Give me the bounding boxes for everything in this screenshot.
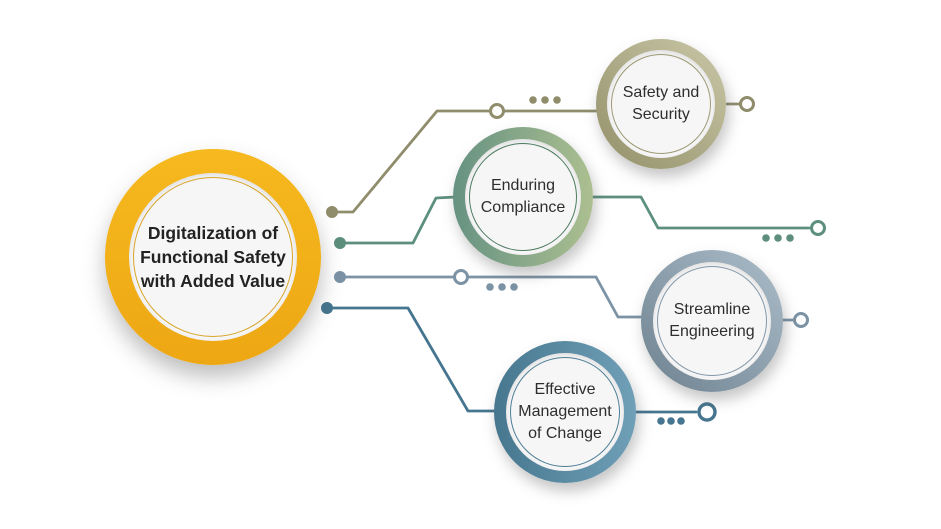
node-label-line: Streamline xyxy=(673,301,751,318)
node-thin-ring xyxy=(510,357,620,467)
node-label-line: Compliance xyxy=(480,199,566,216)
connector-dot xyxy=(486,283,494,291)
node-effective-management-of-change: Effective Management of Change xyxy=(494,341,636,483)
connector-end-ring xyxy=(697,402,717,422)
node-label: Effective Management of Change xyxy=(506,353,624,471)
connector-dot xyxy=(510,283,518,291)
connector-end-ring xyxy=(739,96,755,112)
connector-end-ring xyxy=(810,220,826,236)
node-thin-ring xyxy=(469,143,577,251)
connector-line xyxy=(338,195,458,245)
node-thin-ring xyxy=(657,266,767,376)
connector-enduring-compliance xyxy=(334,195,826,249)
connector-line xyxy=(325,306,501,413)
connector-dot xyxy=(498,283,506,291)
node-thin-ring xyxy=(611,54,711,154)
connector-hollow-ring xyxy=(453,269,469,285)
connector-streamline-engineering xyxy=(334,269,809,328)
hub-label-line: with Added Value xyxy=(140,271,286,291)
hub-label-line: Digitalization of xyxy=(147,223,279,243)
connector-dot xyxy=(553,96,561,104)
connector-dot xyxy=(657,417,665,425)
node-label-line: Enduring xyxy=(490,177,556,194)
node-label: Streamline Engineering xyxy=(653,262,771,380)
connector-dot xyxy=(529,96,537,104)
connector-dot xyxy=(786,234,794,242)
node-label-line: Safety and xyxy=(622,84,700,101)
node-label: Enduring Compliance xyxy=(465,139,581,255)
node-label-line: of Change xyxy=(528,425,602,442)
node-label-line: Engineering xyxy=(669,323,755,340)
hub-label: Digitalization of Functional Safety with… xyxy=(129,173,297,341)
connector-line xyxy=(338,275,650,319)
connector-dot xyxy=(774,234,782,242)
connector-line xyxy=(588,195,811,230)
hub-circle: Digitalization of Functional Safety with… xyxy=(105,149,321,365)
hub-thin-ring xyxy=(133,177,293,337)
connector-end-ring xyxy=(793,312,809,328)
node-safety-and-security: Safety and Security xyxy=(596,39,726,169)
connector-dot xyxy=(762,234,770,242)
node-label-line: Management xyxy=(518,403,612,420)
node-label-line: Security xyxy=(632,106,690,123)
connector-hollow-ring xyxy=(489,103,505,119)
connector-dot xyxy=(541,96,549,104)
node-label-line: Effective xyxy=(534,381,596,398)
connector-dot xyxy=(677,417,685,425)
connector-safety-and-security xyxy=(326,96,755,218)
node-enduring-compliance: Enduring Compliance xyxy=(453,127,593,267)
hub-label-line: Functional Safety xyxy=(140,247,286,267)
connector-line xyxy=(330,109,602,214)
connector-effective-management xyxy=(321,302,717,425)
node-streamline-engineering: Streamline Engineering xyxy=(641,250,783,392)
connector-dot xyxy=(667,417,675,425)
node-label: Safety and Security xyxy=(607,50,715,158)
